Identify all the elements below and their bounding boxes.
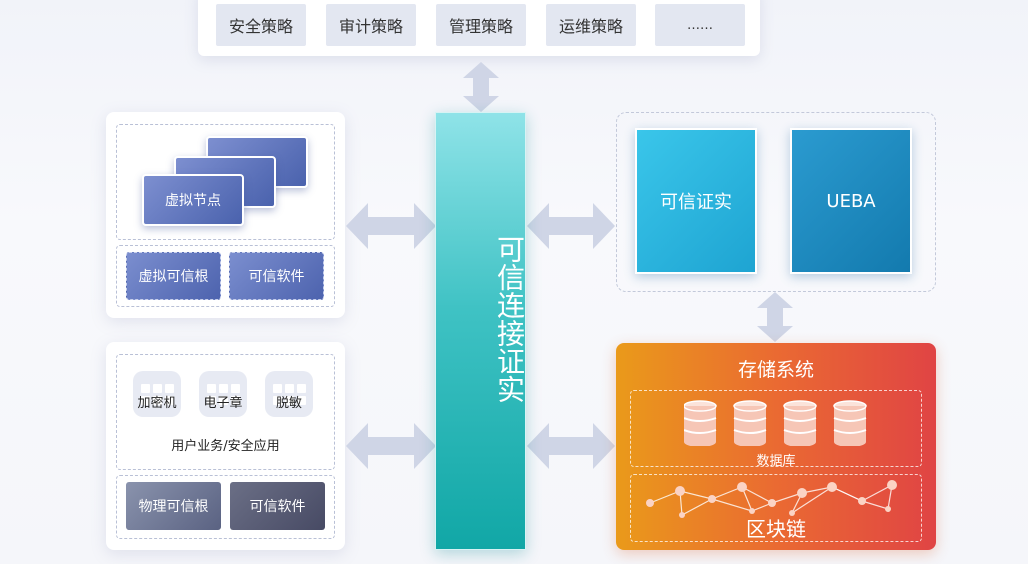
app-desensitize[interactable]: 脱敏: [275, 396, 302, 411]
virtual-panel: 虚拟节点 虚拟可信根 可信软件: [106, 112, 345, 318]
database-zone: [630, 390, 922, 467]
trusted-connection-attestation-column[interactable]: 可信连接证实: [435, 112, 526, 550]
blockchain-zone: [630, 474, 922, 542]
arrow-physical-center: [346, 423, 436, 469]
tile-trusted-attestation[interactable]: 可信证实: [635, 128, 757, 274]
application-zone: [116, 354, 335, 470]
arrow-attestation-storage: [757, 292, 793, 342]
app-encryptor[interactable]: 加密机: [137, 396, 177, 411]
virtual-trust-root[interactable]: 虚拟可信根: [126, 252, 221, 300]
apps-caption: 用户业务/安全应用: [171, 439, 280, 454]
physical-trust-zone: [116, 475, 335, 539]
center-label: 可信连接证实: [493, 235, 526, 403]
encryptor-icon: [133, 371, 181, 417]
arrow-center-storage: [527, 423, 615, 469]
policy-more[interactable]: ……: [655, 4, 745, 46]
desensitize-icon: [265, 371, 313, 417]
attestation-group: [616, 112, 936, 292]
policy-operations[interactable]: 运维策略: [546, 4, 636, 46]
policy-bar: 安全策略 审计策略 管理策略 运维策略 ……: [198, 0, 760, 56]
storage-title: 存储系统: [737, 359, 814, 381]
tile-ueba[interactable]: UEBA: [790, 128, 912, 274]
database-label: 数据库: [756, 454, 796, 469]
physical-panel: 加密机 电子章 脱敏 用户业务/安全应用 物理可信根 可信软件: [106, 342, 345, 550]
arrow-policy-center: [463, 62, 499, 112]
physical-trust-root[interactable]: 物理可信根: [126, 482, 221, 530]
blockchain-label: 区块链: [746, 517, 806, 541]
blockchain-network-icon: [646, 480, 897, 518]
virtual-node[interactable]: 虚拟节点: [142, 174, 244, 226]
database-icons: [684, 400, 867, 446]
virtual-trust-zone: [116, 245, 335, 307]
virtual-node-zone: [116, 124, 335, 240]
policy-security[interactable]: 安全策略: [216, 4, 306, 46]
app-e-seal[interactable]: 电子章: [203, 396, 243, 411]
arrow-center-attestation: [527, 203, 615, 249]
physical-trusted-software[interactable]: 可信软件: [230, 482, 325, 530]
storage-system-panel: 存储系统 数据库: [616, 343, 936, 550]
e-seal-icon: [199, 371, 247, 417]
policy-management[interactable]: 管理策略: [436, 4, 526, 46]
policy-audit[interactable]: 审计策略: [326, 4, 416, 46]
arrow-virtual-center: [346, 203, 436, 249]
virtual-trusted-software[interactable]: 可信软件: [229, 252, 324, 300]
